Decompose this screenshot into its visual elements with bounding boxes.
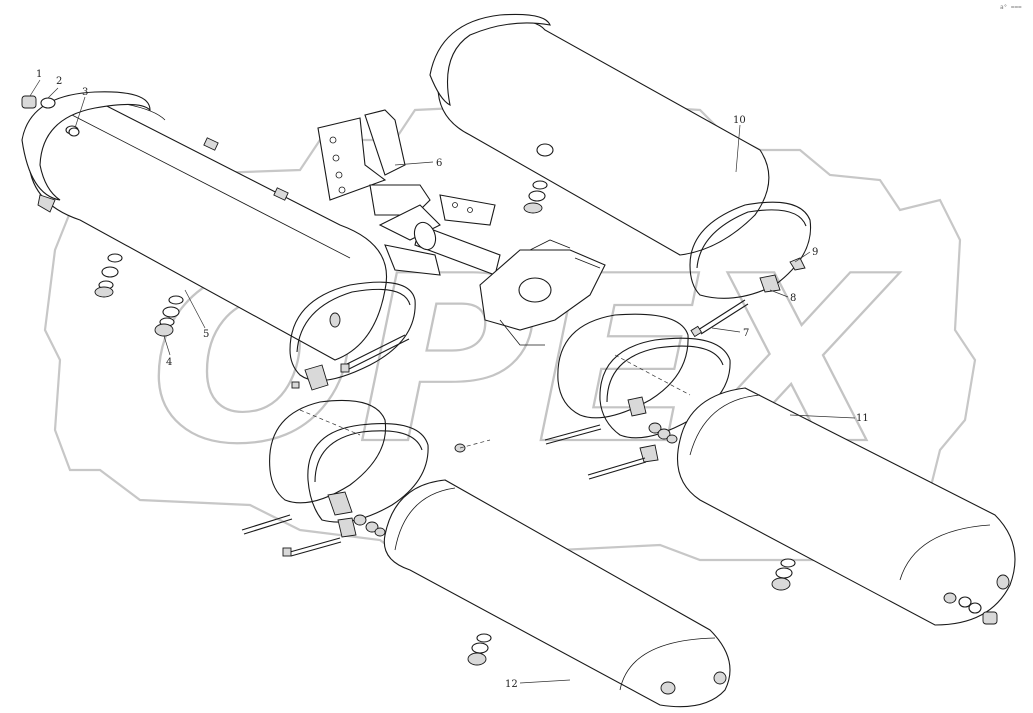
tank-11 [676, 387, 1016, 626]
bands-middle-right [544, 313, 731, 480]
drain-plug-stack-left [94, 253, 123, 298]
drain-plug-stack-4 [154, 295, 184, 337]
washer-2 [40, 97, 56, 109]
drain-plug-stack-right [771, 558, 796, 591]
callout-11: 11 [856, 413, 869, 424]
callout-8: 8 [790, 293, 796, 304]
center-cradle [479, 239, 606, 346]
bracket-6 [317, 109, 501, 276]
band-middle-left [289, 281, 416, 391]
drain-plug-stack-bottom [467, 633, 492, 666]
bolt-7 [690, 299, 749, 338]
callout-10: 10 [733, 115, 746, 126]
seal-3 [68, 127, 80, 137]
callout-5: 5 [203, 329, 209, 340]
fittings-1-2-3 [21, 95, 80, 137]
centerlines [299, 354, 691, 449]
tank-10 [429, 13, 770, 256]
callout-1: 1 [36, 69, 42, 80]
corner-mark: a° === [1000, 4, 1022, 11]
callout-12: 12 [505, 679, 518, 690]
callout-labels: 1 2 3 4 5 6 7 8 9 10 11 12 [36, 69, 869, 690]
band-8 [689, 201, 812, 299]
plug-1 [21, 95, 37, 109]
callout-2: 2 [56, 76, 62, 87]
callout-leaders [29, 79, 856, 684]
tank-12 [383, 479, 731, 708]
callout-9: 9 [812, 247, 818, 258]
drain-plug-stack-center [523, 180, 548, 214]
bands-lower-left [241, 399, 466, 557]
callout-4: 4 [166, 357, 172, 368]
callout-7: 7 [743, 328, 749, 339]
callout-6: 6 [436, 158, 442, 169]
callout-3: 3 [82, 87, 88, 98]
